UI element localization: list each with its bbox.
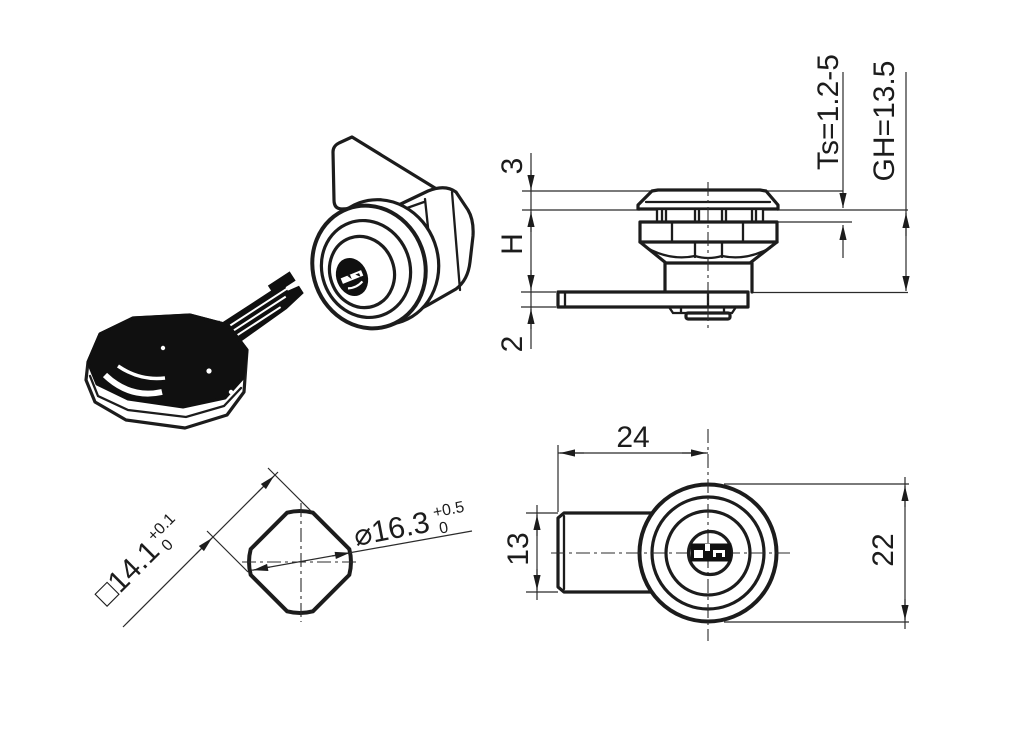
dim-label-22: 22: [867, 533, 900, 566]
dim-panel-thickness: Ts=1.2-5: [812, 54, 847, 258]
side-view: 3 H 2 Ts=1.2-5 GH=13.5: [496, 54, 910, 353]
cam-bar: [556, 290, 750, 309]
dim-tab-height-13: 13: [502, 505, 558, 600]
dim-label-H: H: [496, 233, 529, 255]
key-head: [84, 313, 249, 430]
lock-face-mid-ring: [319, 218, 413, 320]
extension-lines: [521, 190, 908, 308]
flange: [636, 188, 780, 211]
section-view: □14.1 +0.1 0 ⌀16.3 +0.5 0: [89, 467, 473, 628]
nut-flat-edges: [670, 220, 745, 244]
dim-label-gh: GH=13.5: [868, 61, 901, 182]
dim-label-13: 13: [502, 532, 535, 565]
dim-label-2: 2: [496, 336, 529, 353]
thread-marks: [660, 207, 758, 224]
dim-label-square: □14.1: [89, 535, 166, 612]
lock-face-inner-ring: [327, 234, 397, 310]
front-keyhole-icon: [686, 529, 734, 577]
dim-grip-height: GH=13.5: [868, 61, 910, 291]
dim-diameter-22: 22: [724, 477, 909, 629]
iso-keyhole-icon: [335, 258, 369, 296]
dim-chain-left: 3 H 2: [496, 153, 535, 353]
square-tol-lower: 0: [159, 536, 177, 554]
hex-flat-edges: [693, 240, 724, 259]
nut-edge-line-2: [450, 190, 462, 292]
key-head-hole: [102, 372, 163, 397]
dia-tol-upper: +0.5: [432, 499, 466, 522]
key-head-top-face: [86, 313, 249, 409]
front-view: 24 13 22: [502, 421, 909, 641]
dim-width-24: 24: [557, 421, 708, 512]
threaded-neck: [655, 207, 765, 224]
dim-label-3: 3: [496, 158, 529, 175]
dim-label-24: 24: [616, 421, 649, 454]
dim-label-diameter: ⌀16.3: [351, 506, 432, 553]
neck-cylinder: [663, 261, 754, 294]
key-head-band-1: [88, 374, 243, 419]
isometric-view: [84, 135, 475, 430]
dim-label-ts: Ts=1.2-5: [812, 54, 845, 170]
dia-tol-lower: 0: [438, 519, 450, 537]
